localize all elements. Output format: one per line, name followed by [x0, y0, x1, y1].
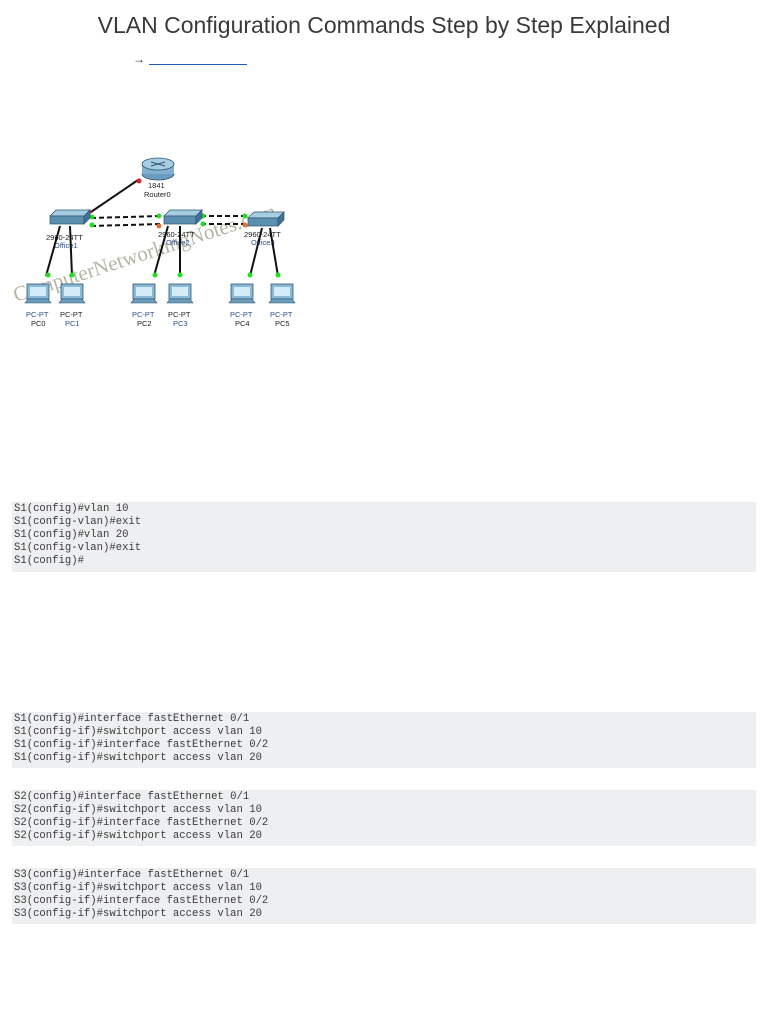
topology-svg: ComputerNetworkingNotes.com 1841 Router0 [10, 157, 296, 328]
switch2-model-label: 2960-24TT [158, 230, 195, 239]
code-line: S1(config)#vlan 10 [14, 503, 129, 515]
pc5-type-label: PC-PT [270, 310, 293, 319]
arrow-right-icon: → [133, 52, 145, 66]
port-light [156, 213, 162, 219]
code-line: S3(config-if)#switchport access vlan 20 [14, 908, 262, 920]
link-office1-pc1 [69, 225, 73, 277]
code-line: S1(config)#interface fastEthernet 0/1 [14, 713, 250, 725]
port-light [247, 272, 253, 278]
pc1-name-label: PC1 [65, 319, 80, 328]
switch1-model-label: 2960-24TT [46, 233, 83, 242]
port-light [242, 213, 248, 219]
pc3-name-label: PC3 [173, 319, 188, 328]
link-router-office1 [87, 179, 139, 215]
pc0-type-label: PC-PT [26, 310, 49, 319]
code-line: S1(config)# [14, 555, 84, 567]
router-icon [141, 157, 175, 181]
code-line: S2(config)#interface fastEthernet 0/1 [14, 791, 250, 803]
trunk-office1-office2-b [90, 223, 162, 227]
code-line: S1(config-if)#interface fastEthernet 0/2 [14, 739, 269, 751]
page-title: VLAN Configuration Commands Step by Step… [97, 12, 671, 38]
switch-icon [163, 209, 203, 225]
port-light [156, 223, 162, 229]
switch-icon [247, 211, 285, 227]
pc4-name-label: PC4 [235, 319, 250, 328]
pc-icon [228, 283, 256, 304]
link-office3-pc5 [269, 227, 279, 277]
port-light [152, 272, 158, 278]
switch3-name-label: Office3 [251, 238, 275, 247]
port-light [89, 222, 95, 228]
switch1-name-label: Office1 [54, 241, 78, 250]
pc3-type-label: PC-PT [168, 310, 191, 319]
pc-icon [58, 283, 86, 304]
code-line: S2(config-if)#switchport access vlan 20 [14, 830, 262, 842]
code-line: S3(config-if)#switchport access vlan 10 [14, 882, 262, 894]
port-light [200, 221, 206, 227]
link-office1-pc0 [45, 225, 61, 277]
code-line: S1(config-if)#switchport access vlan 20 [14, 752, 262, 764]
trunk-office1-office2-a [90, 215, 162, 219]
network-topology-diagram: ComputerNetworkingNotes.com 1841 Router0 [8, 150, 308, 335]
port-light [45, 272, 51, 278]
code-line: S1(config-if)#switchport access vlan 10 [14, 726, 262, 738]
pc2-name-label: PC2 [137, 319, 152, 328]
port-light-router-link-b [136, 178, 142, 184]
pc5-name-label: PC5 [275, 319, 290, 328]
port-light [69, 272, 75, 278]
pc1-type-label: PC-PT [60, 310, 83, 319]
table-of-contents-link[interactable]: → [133, 52, 247, 66]
pc4-type-label: PC-PT [230, 310, 253, 319]
switch-icon [49, 209, 91, 225]
pc-icon [166, 283, 194, 304]
toc-link-underline[interactable] [149, 53, 247, 65]
pc2-type-label: PC-PT [132, 310, 155, 319]
link-office2-pc2 [153, 225, 169, 277]
code-line: S2(config-if)#switchport access vlan 10 [14, 804, 262, 816]
port-light [177, 272, 183, 278]
router-model-label: 1841 [148, 181, 165, 190]
port-light [242, 222, 248, 228]
pc-icon [24, 283, 52, 304]
router-name-label: Router0 [144, 190, 171, 199]
code-line: S3(config-if)#interface fastEthernet 0/2 [14, 895, 269, 907]
code-line: S1(config-vlan)#exit [14, 516, 142, 528]
link-office3-pc4 [249, 227, 263, 277]
port-light [89, 214, 95, 220]
pc-icon [268, 283, 296, 304]
switch3-model-label: 2960-24TT [244, 230, 281, 239]
code-line: S1(config-vlan)#exit [14, 542, 142, 554]
code-line: S2(config-if)#interface fastEthernet 0/2 [14, 817, 269, 829]
switch2-name-label: Office2 [166, 238, 190, 247]
pc0-name-label: PC0 [31, 319, 46, 328]
code-line: S1(config)#vlan 20 [14, 529, 129, 541]
port-light [275, 272, 281, 278]
pc-icon [130, 283, 158, 304]
code-line: S3(config)#interface fastEthernet 0/1 [14, 869, 250, 881]
